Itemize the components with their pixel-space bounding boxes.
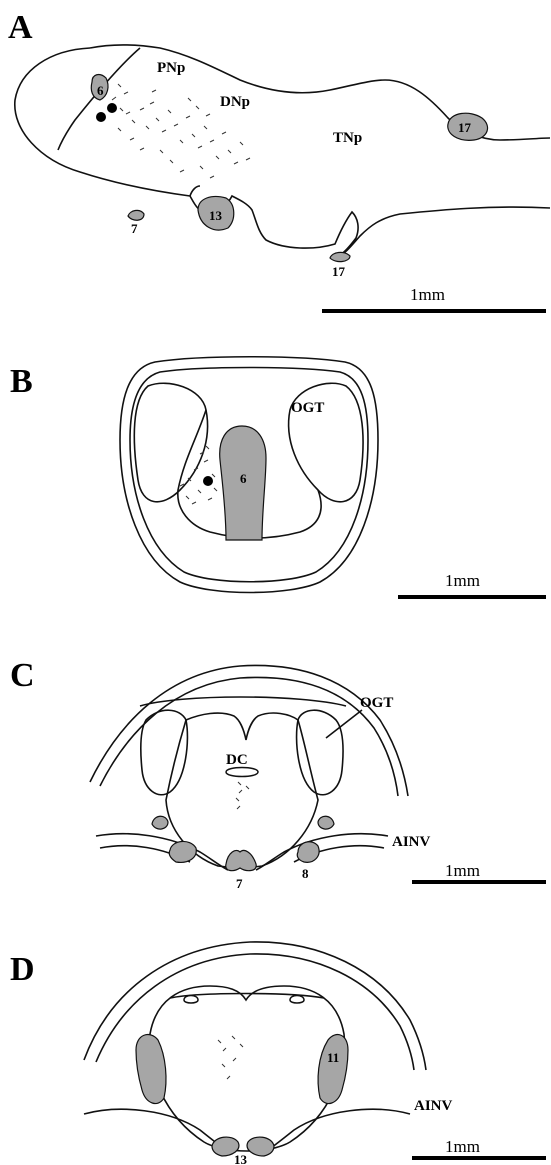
label-pnp: PNp	[157, 60, 185, 76]
ogt-pointer-c	[326, 710, 362, 738]
region-13-label-a: 13	[209, 208, 223, 223]
region-left-c	[169, 841, 196, 862]
ogt-right-c	[297, 710, 344, 795]
scale-label-c: 1mm	[445, 861, 480, 880]
ainv-left-c	[96, 834, 228, 870]
region-7-label-c: 7	[236, 876, 243, 891]
region-17-bottom-a	[330, 252, 350, 261]
region-8-label-c: 8	[302, 866, 309, 881]
label-dc: DC	[226, 752, 248, 768]
neuron-fibers-d	[218, 1036, 243, 1079]
ainv-left-d	[84, 1109, 226, 1150]
dc-commissure	[226, 768, 258, 777]
ogt-left-b	[134, 383, 207, 502]
region-17-top-label-a: 17	[458, 120, 472, 135]
region-6-label-b: 6	[240, 471, 247, 486]
recording-site-b	[203, 476, 213, 486]
dorsal-pore-left-d	[184, 996, 198, 1004]
label-tnp: TNp	[333, 130, 362, 146]
dorsal-pore-right-d	[290, 996, 304, 1004]
region-11-label-d: 11	[327, 1050, 339, 1065]
cuticle-inner-c	[100, 677, 398, 796]
region-7-c	[226, 851, 256, 871]
panel-c-letter: C	[10, 657, 35, 694]
ainv-right-d	[268, 1109, 410, 1150]
panel-d: D 11 13 AINV 1mm	[10, 942, 546, 1165]
region-17-bottom-label-a: 17	[332, 264, 346, 279]
scale-label-a: 1mm	[410, 285, 445, 304]
central-body-d	[149, 986, 344, 1151]
region-11-d	[318, 1035, 348, 1104]
recording-site-a1	[107, 103, 117, 113]
region-left-d	[136, 1035, 166, 1104]
label-ogt-c: OGT	[360, 695, 393, 711]
panel-b-letter: B	[10, 363, 33, 400]
label-ainv-d: AINV	[414, 1098, 453, 1114]
panel-b: B 6 OGT 1mm	[10, 357, 546, 597]
panel-a: A 6 7 13 17 17 PNp DNp TNp 1mm	[8, 9, 550, 311]
region-lateral-left-c	[152, 816, 168, 829]
ainv-right-c	[256, 834, 388, 870]
neuron-fibers-b	[180, 446, 217, 504]
region-7-a	[128, 210, 144, 220]
region-6-label-a: 6	[97, 83, 104, 98]
region-8-c	[297, 842, 319, 863]
panel-a-letter: A	[8, 9, 33, 46]
region-13-right-d	[247, 1137, 274, 1156]
region-lateral-right-c	[318, 816, 334, 829]
label-ainv-c: AINV	[392, 834, 431, 850]
label-dnp: DNp	[220, 94, 250, 110]
brain-lower-notch	[190, 186, 200, 196]
neuron-fibers-c	[236, 782, 249, 809]
region-13-label-d: 13	[234, 1152, 248, 1165]
scale-label-b: 1mm	[445, 571, 480, 590]
scale-label-d: 1mm	[445, 1137, 480, 1156]
label-ogt-b: OGT	[291, 400, 324, 416]
ogt-left-c	[141, 710, 188, 795]
recording-site-a2	[96, 112, 106, 122]
panel-d-letter: D	[10, 951, 35, 988]
cuticle-outer-d	[84, 942, 426, 1070]
panel-c: C 7 8 OGT DC AINV 1mm	[10, 657, 546, 891]
region-7-label-a: 7	[131, 221, 138, 236]
